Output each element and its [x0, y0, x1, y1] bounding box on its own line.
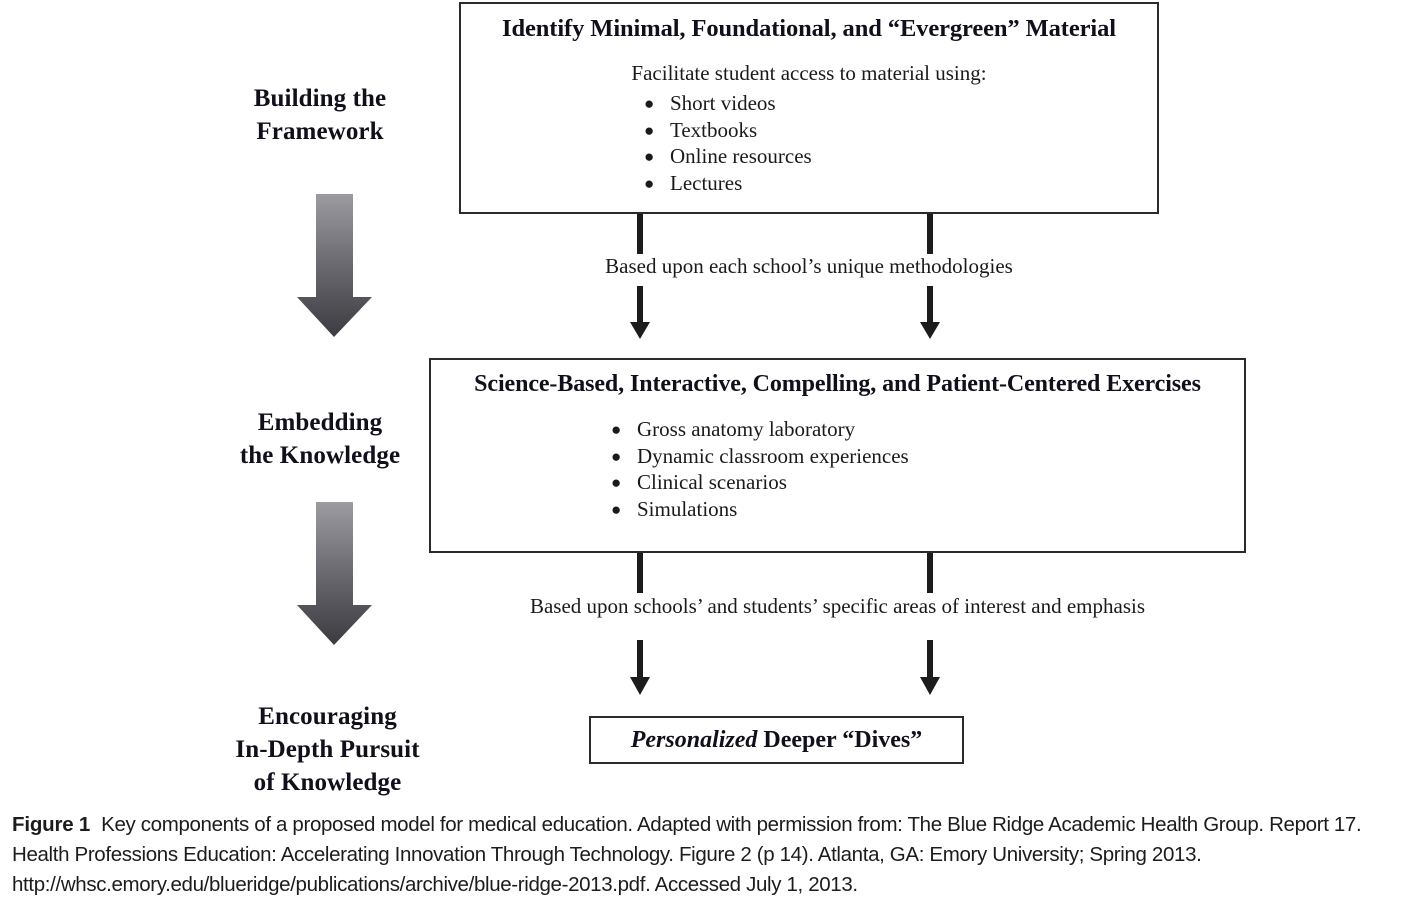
bullet-dot-icon: ● — [611, 420, 622, 439]
bullet-dot-icon: ● — [644, 173, 655, 193]
bullet-dot-icon: ● — [611, 473, 622, 492]
connector-arrow-right-2 — [920, 640, 940, 695]
bullet-dot-icon: ● — [644, 147, 655, 166]
bullet-dot-icon: ● — [611, 446, 622, 466]
connector-arrow-right-1 — [920, 286, 940, 339]
list-item-label: Textbooks — [670, 117, 758, 142]
list-item: ● Gross anatomy laboratory — [611, 416, 1244, 443]
box-intro-text: Facilitate student access to material us… — [631, 61, 987, 85]
connector-arrow-stub-right-2 — [927, 553, 933, 593]
list-item: ● Online resources — [644, 143, 1157, 170]
list-item-label: Gross anatomy laboratory — [637, 417, 856, 441]
gray-down-arrow-icon — [297, 502, 372, 645]
box-personalized-deeper-dives: Personalized Deeper “Dives” — [589, 716, 964, 764]
stage-label-line: Building the — [253, 85, 387, 112]
stage-label-line: Framework — [256, 118, 384, 145]
connector-caption-interest-emphasis: Based upon schools’ and students’ specif… — [529, 594, 1146, 618]
box-heading: Identify Minimal, Foundational, and “Eve… — [502, 15, 1116, 42]
stage-label-line: of Knowledge — [253, 769, 402, 796]
bullet-dot-icon: ● — [644, 94, 655, 113]
connector-caption-methodologies: Based upon each school’s unique methodol… — [605, 254, 1013, 278]
list-item: ● Lectures — [644, 170, 1157, 197]
list-item: ● Simulations — [611, 496, 1244, 523]
connector-arrow-stub-left-1 — [637, 214, 643, 254]
bullet-dot-icon: ● — [611, 499, 622, 519]
list-item-label: Clinical scenarios — [637, 470, 787, 494]
stage-label-building-the-framework: Building the Framework — [205, 82, 435, 148]
list-item-label: Dynamic classroom experiences — [637, 443, 909, 468]
list-item-label: Short videos — [670, 91, 776, 115]
list-item: ● Textbooks — [644, 117, 1157, 144]
stage-label-embedding-the-knowledge: Embedding the Knowledge — [205, 406, 435, 472]
list-item-label: Online resources — [670, 144, 812, 168]
list-item: ● Short videos — [644, 90, 1157, 117]
list-item: ● Dynamic classroom experiences — [611, 443, 1244, 470]
gray-down-arrow-icon — [297, 194, 372, 337]
figure-caption-text: Key components of a proposed model for m… — [12, 813, 1362, 896]
dives-rest-text: Deeper “Dives” — [757, 727, 923, 753]
bullet-dot-icon: ● — [644, 120, 655, 140]
bullet-list-foundational: ● Short videos ● Textbooks ● Online resourc… — [644, 90, 1157, 197]
connector-arrow-left-1 — [630, 286, 650, 339]
stage-label-line: Encouraging — [258, 703, 397, 730]
box-heading: Science-Based, Interactive, Compelling, … — [474, 371, 1201, 397]
box-science-based-exercises: Science-Based, Interactive, Compelling, … — [429, 358, 1246, 553]
stage-label-line: Embedding — [257, 409, 383, 436]
stage-label-encouraging-in-depth-pursuit: Encouraging In-Depth Pursuit of Knowledg… — [205, 700, 450, 799]
stage-label-line: In-Depth Pursuit — [235, 736, 420, 763]
box-identify-foundational-material: Identify Minimal, Foundational, and “Eve… — [459, 2, 1159, 214]
list-item: ● Clinical scenarios — [611, 469, 1244, 496]
connector-arrow-left-2 — [630, 640, 650, 695]
connector-arrow-stub-right-1 — [927, 214, 933, 254]
bullet-list-exercises: ● Gross anatomy laboratory ● Dynamic class… — [611, 416, 1244, 523]
list-item-label: Lectures — [670, 170, 743, 195]
stage-label-line: the Knowledge — [239, 442, 401, 469]
connector-arrow-stub-left-2 — [637, 553, 643, 593]
dives-emphasis-word: Personalized — [630, 727, 758, 753]
box-heading: Personalized Deeper “Dives” — [591, 718, 962, 762]
figure-caption-label: Figure 1 — [12, 813, 91, 836]
list-item-label: Simulations — [637, 496, 738, 521]
